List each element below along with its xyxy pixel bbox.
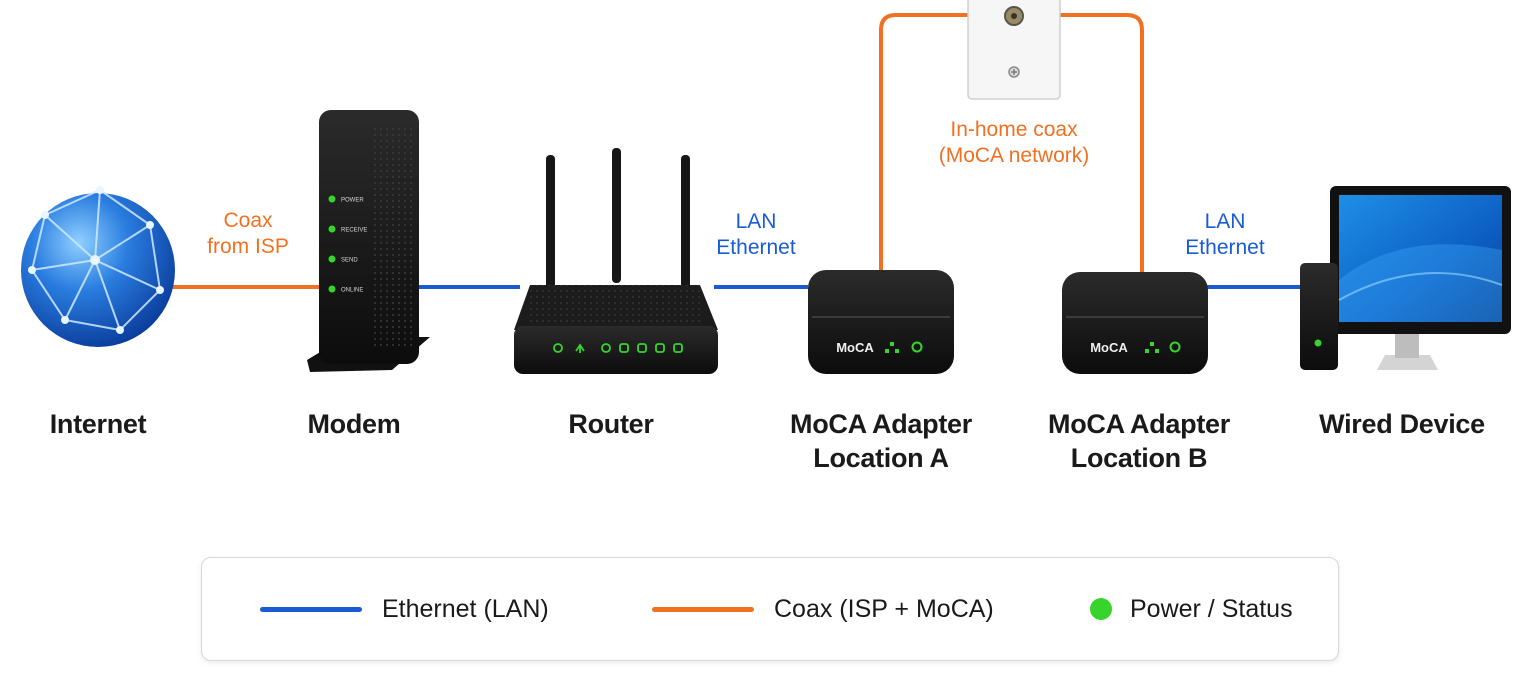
modem-led-icon xyxy=(328,255,336,263)
coax-isp-line1: Coax xyxy=(223,209,273,232)
moca-adapter-b-line2: Location B xyxy=(1070,443,1208,473)
wired-device-label: Wired Device xyxy=(1319,409,1485,439)
moca-adapter-b: MoCA xyxy=(1062,272,1208,374)
antenna-icon xyxy=(612,148,621,283)
router-device xyxy=(514,148,718,374)
moca-adapter-a-line1: MoCA Adapter xyxy=(790,409,972,439)
modem-led-label: RECEIVE xyxy=(341,228,367,234)
router-status-leds xyxy=(553,343,683,353)
coax-line-swatch xyxy=(652,606,754,612)
status-dot-icon xyxy=(1090,598,1112,620)
lan-ethernet-a-label: LAN Ethernet xyxy=(656,209,856,261)
modem-device: POWER RECEIVE SEND ONLINE xyxy=(307,110,430,372)
legend-ethernet: Ethernet (LAN) xyxy=(260,558,549,660)
internet-globe-icon xyxy=(21,186,175,347)
moca-badge: MoCA xyxy=(1090,340,1128,355)
legend-power-text: Power / Status xyxy=(1130,594,1293,623)
in-home-line1: In-home coax xyxy=(950,118,1078,141)
lan-a-line2: Ethernet xyxy=(716,236,796,259)
power-led-icon xyxy=(911,341,923,353)
legend-ethernet-text: Ethernet (LAN) xyxy=(382,594,549,623)
ethernet-line-swatch xyxy=(260,606,362,612)
modem-led-label: SEND xyxy=(341,258,358,264)
wired-device-computer xyxy=(1300,186,1511,370)
antenna-icon xyxy=(681,155,690,290)
network-icon xyxy=(1145,342,1159,353)
modem-label: Modem xyxy=(307,409,401,439)
lan-b-line2: Ethernet xyxy=(1185,236,1265,259)
modem-led-label: ONLINE xyxy=(341,288,363,294)
in-home-line2: (MoCA network) xyxy=(938,144,1090,167)
modem-led-icon xyxy=(328,285,336,293)
modem-led-icon xyxy=(328,195,336,203)
antenna-icon xyxy=(546,155,555,290)
router-label: Router xyxy=(568,409,654,439)
network-icon xyxy=(885,342,899,353)
moca-adapter-b-label: MoCA Adapter Location B xyxy=(1009,407,1269,475)
lan-b-line1: LAN xyxy=(1204,210,1246,233)
modem-led-label: POWER xyxy=(341,198,364,204)
internet-label: Internet xyxy=(49,409,147,439)
moca-badge: MoCA xyxy=(836,340,874,355)
legend-power: Power / Status xyxy=(1090,558,1293,660)
power-led-icon xyxy=(1169,341,1181,353)
moca-adapter-a-line2: Location A xyxy=(813,443,949,473)
legend-coax: Coax (ISP + MoCA) xyxy=(652,558,994,660)
in-home-coax-label: In-home coax (MoCA network) xyxy=(914,117,1114,169)
moca-adapter-a-label: MoCA Adapter Location A xyxy=(751,407,1011,475)
legend: Ethernet (LAN) Coax (ISP + MoCA) Power /… xyxy=(201,557,1339,661)
coax-isp-label: Coax from ISP xyxy=(148,208,348,260)
moca-adapter-b-line1: MoCA Adapter xyxy=(1048,409,1230,439)
pc-tower-icon xyxy=(1300,263,1338,370)
coax-isp-line2: from ISP xyxy=(207,235,289,258)
lan-a-line1: LAN xyxy=(735,210,777,233)
coax-wall-plate xyxy=(967,0,1061,100)
modem-led-icon xyxy=(328,225,336,233)
lan-ethernet-b-label: LAN Ethernet xyxy=(1125,209,1325,261)
legend-coax-text: Coax (ISP + MoCA) xyxy=(774,594,994,623)
moca-adapter-a: MoCA xyxy=(808,270,954,374)
